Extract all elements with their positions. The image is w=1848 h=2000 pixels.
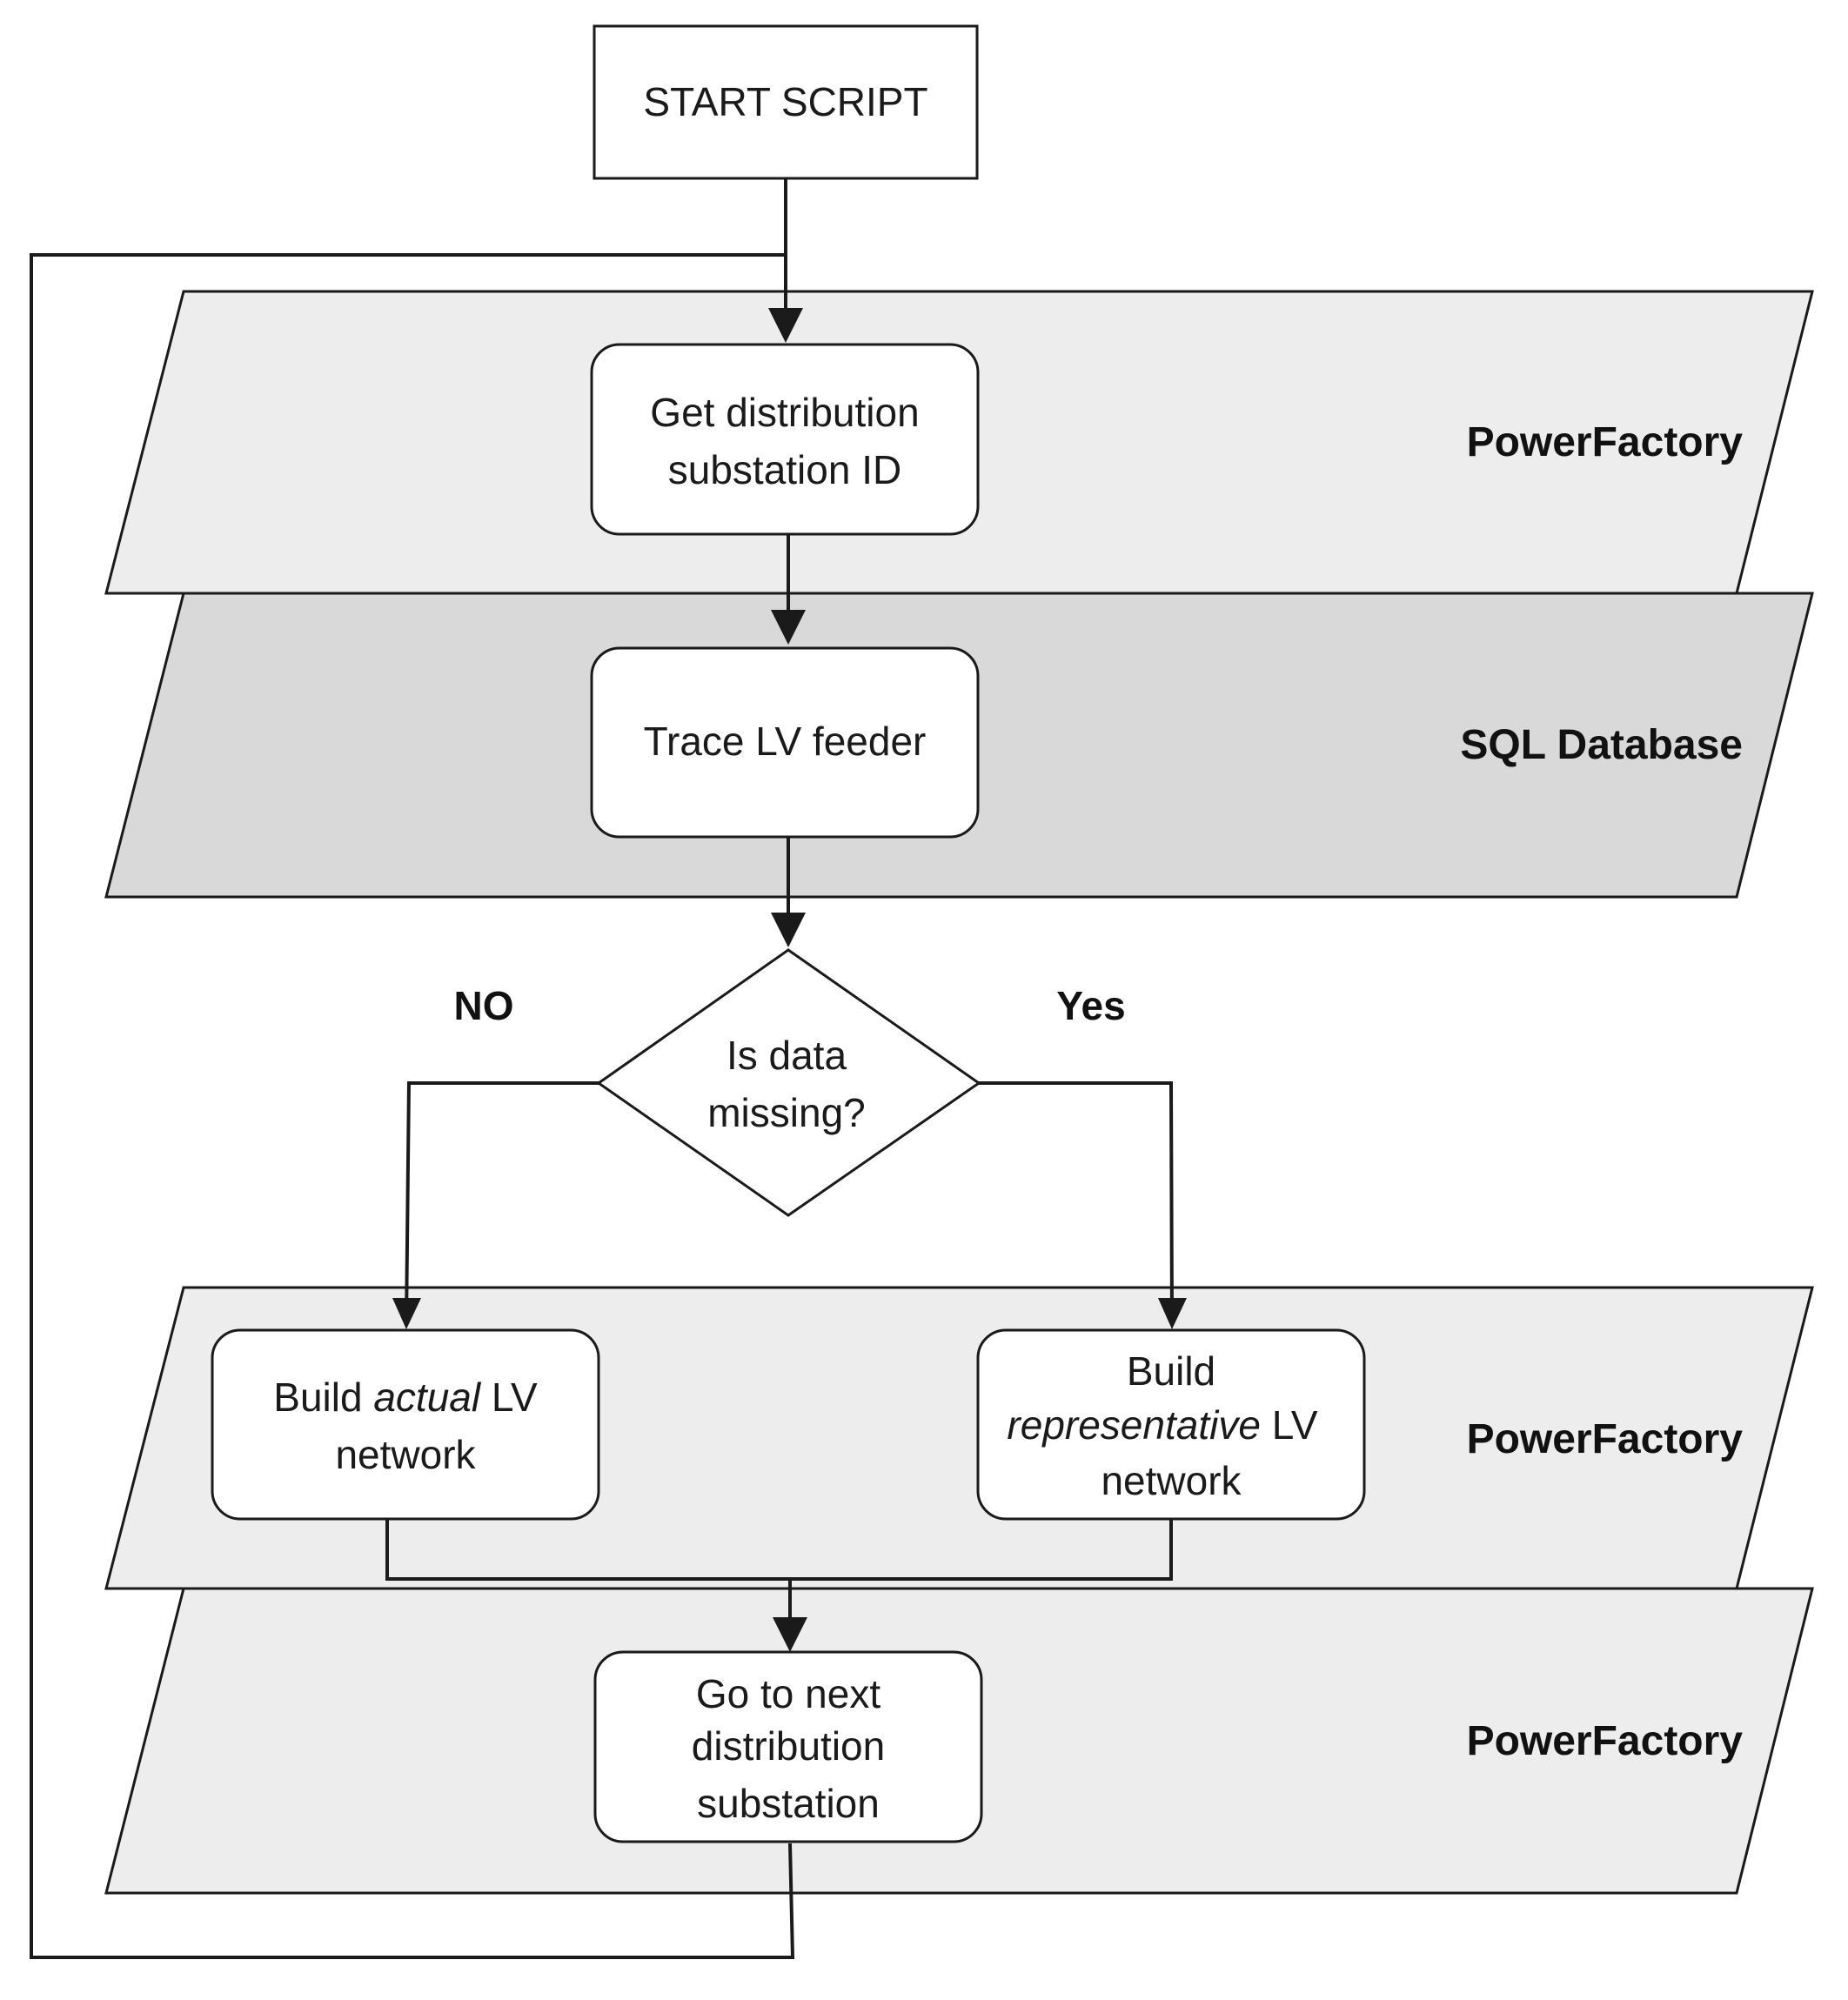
connector-loop-back xyxy=(30,253,795,1959)
process-label-line1: Go to next xyxy=(696,1671,880,1716)
start-box-shape xyxy=(593,24,979,180)
decision-label-line2: missing? xyxy=(707,1090,866,1135)
lane-label: PowerFactory xyxy=(1467,1416,1744,1462)
connector-yes-branch xyxy=(979,1081,1174,1325)
decision-shape xyxy=(596,948,981,1217)
process-box-shape xyxy=(590,646,980,839)
process-box-shape xyxy=(976,1328,1366,1521)
process-label-line3: network xyxy=(1101,1458,1242,1503)
next-substation-box: Go to next distribution substation xyxy=(593,1650,983,1843)
lane-label: SQL Database xyxy=(1460,722,1743,768)
process-box-shape xyxy=(593,1650,983,1843)
process-label-line1: Build xyxy=(1127,1348,1215,1394)
arrowheads-branches xyxy=(392,1298,1187,1329)
branch-label-yes: Yes xyxy=(1056,983,1125,1028)
connector-no-branch xyxy=(405,1081,599,1325)
connectors xyxy=(30,178,1174,1959)
process-box-shape xyxy=(211,1328,600,1521)
branch-label-no: NO xyxy=(454,983,514,1028)
connector-merge-line xyxy=(385,1519,1173,1581)
process-label: Trace LV feeder xyxy=(644,719,927,764)
start-script-box: START SCRIPT xyxy=(593,24,979,180)
process-label-line1: Build actual LV xyxy=(273,1375,538,1420)
process-box-shape xyxy=(590,343,980,536)
lane-label: PowerFactory xyxy=(1467,1718,1744,1764)
process-label-line3: substation xyxy=(697,1781,880,1826)
process-label-line2: substation ID xyxy=(668,447,901,492)
process-label-line1: Get distribution xyxy=(650,390,919,435)
decision-data-missing: Is data missing? xyxy=(596,948,981,1217)
lane-label: PowerFactory xyxy=(1467,419,1744,465)
trace-lv-feeder-box: Trace LV feeder xyxy=(590,646,980,839)
arrowhead-yes xyxy=(1158,1298,1187,1329)
start-label: START SCRIPT xyxy=(643,79,927,124)
process-label-line2: distribution xyxy=(692,1723,885,1769)
build-actual-network-box: Build actual LV network xyxy=(211,1328,600,1521)
decision-label-line1: Is data xyxy=(726,1033,847,1078)
process-label-line2: network xyxy=(335,1432,476,1477)
arrowhead-no xyxy=(392,1298,421,1329)
get-substation-id-box: Get distribution substation ID xyxy=(590,343,980,536)
build-representative-network-box: Build representative LV network xyxy=(976,1328,1366,1521)
process-label-line2: representative LV xyxy=(1007,1402,1317,1448)
